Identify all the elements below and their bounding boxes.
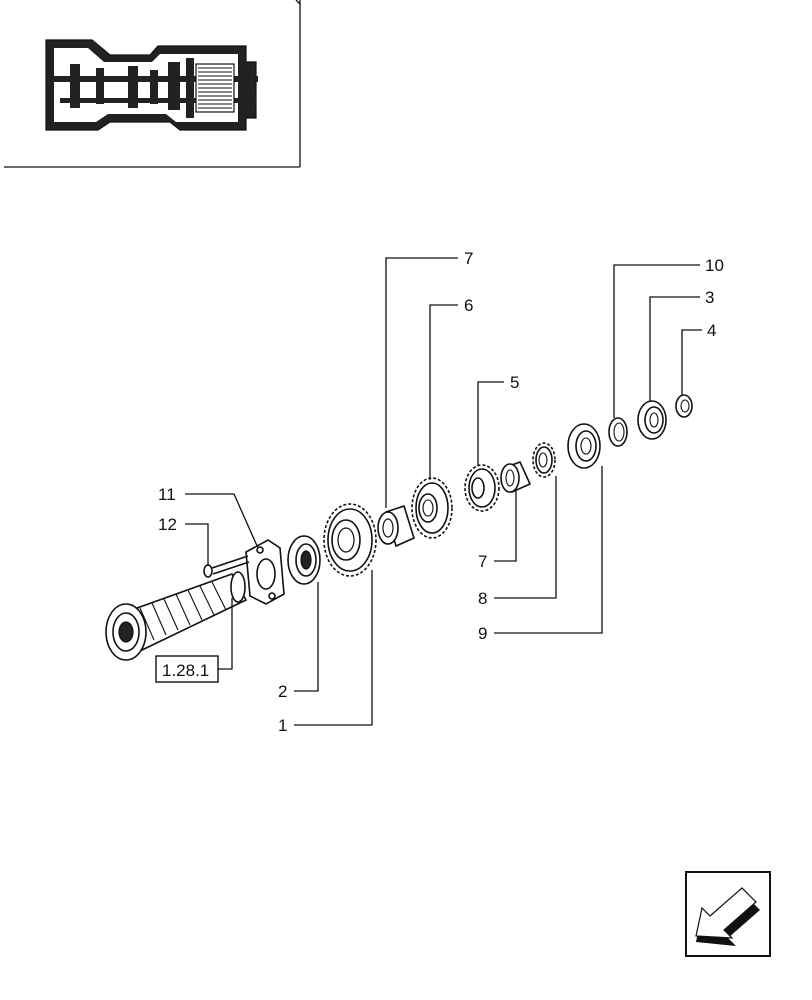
- snap-ring-4: [675, 394, 693, 418]
- arrow-back-icon[interactable]: [685, 871, 771, 957]
- leader-lines: [185, 257, 702, 726]
- bushing-7b: [500, 460, 532, 494]
- synchro-ring-8: [532, 442, 556, 478]
- callout-7-bottom: 7: [478, 552, 487, 571]
- callout-5: 5: [510, 373, 519, 392]
- callout-7-top: 7: [464, 249, 473, 268]
- reference-link[interactable]: 1.28.1: [155, 655, 219, 683]
- gear-6: [411, 477, 453, 539]
- bearing-2: [287, 535, 321, 585]
- callout-4: 4: [707, 321, 716, 340]
- callout-1: 1: [278, 716, 287, 735]
- flange: [245, 539, 285, 605]
- bushing-7a: [377, 504, 415, 548]
- ring-10: [608, 417, 628, 447]
- bearing-9: [567, 423, 601, 469]
- bearing-3: [637, 400, 667, 440]
- callout-2: 2: [278, 682, 287, 701]
- transmission-section-icon: [45, 39, 258, 131]
- callout-6: 6: [464, 296, 473, 315]
- callout-8: 8: [478, 589, 487, 608]
- reference-label: 1.28.1: [162, 661, 209, 680]
- callout-12: 12: [158, 515, 177, 534]
- callouts: 7 6 5 10 3 4 11 12 7 8 9 2 1: [158, 249, 724, 735]
- callout-9: 9: [478, 624, 487, 643]
- callout-3: 3: [705, 288, 714, 307]
- splined-shaft: [105, 571, 248, 661]
- callout-11: 11: [158, 485, 176, 504]
- gear-1: [323, 503, 377, 577]
- callout-10: 10: [705, 256, 724, 275]
- gear-5: [464, 464, 500, 512]
- transmission-thumbnail: [4, 0, 301, 168]
- bolt: [203, 555, 250, 578]
